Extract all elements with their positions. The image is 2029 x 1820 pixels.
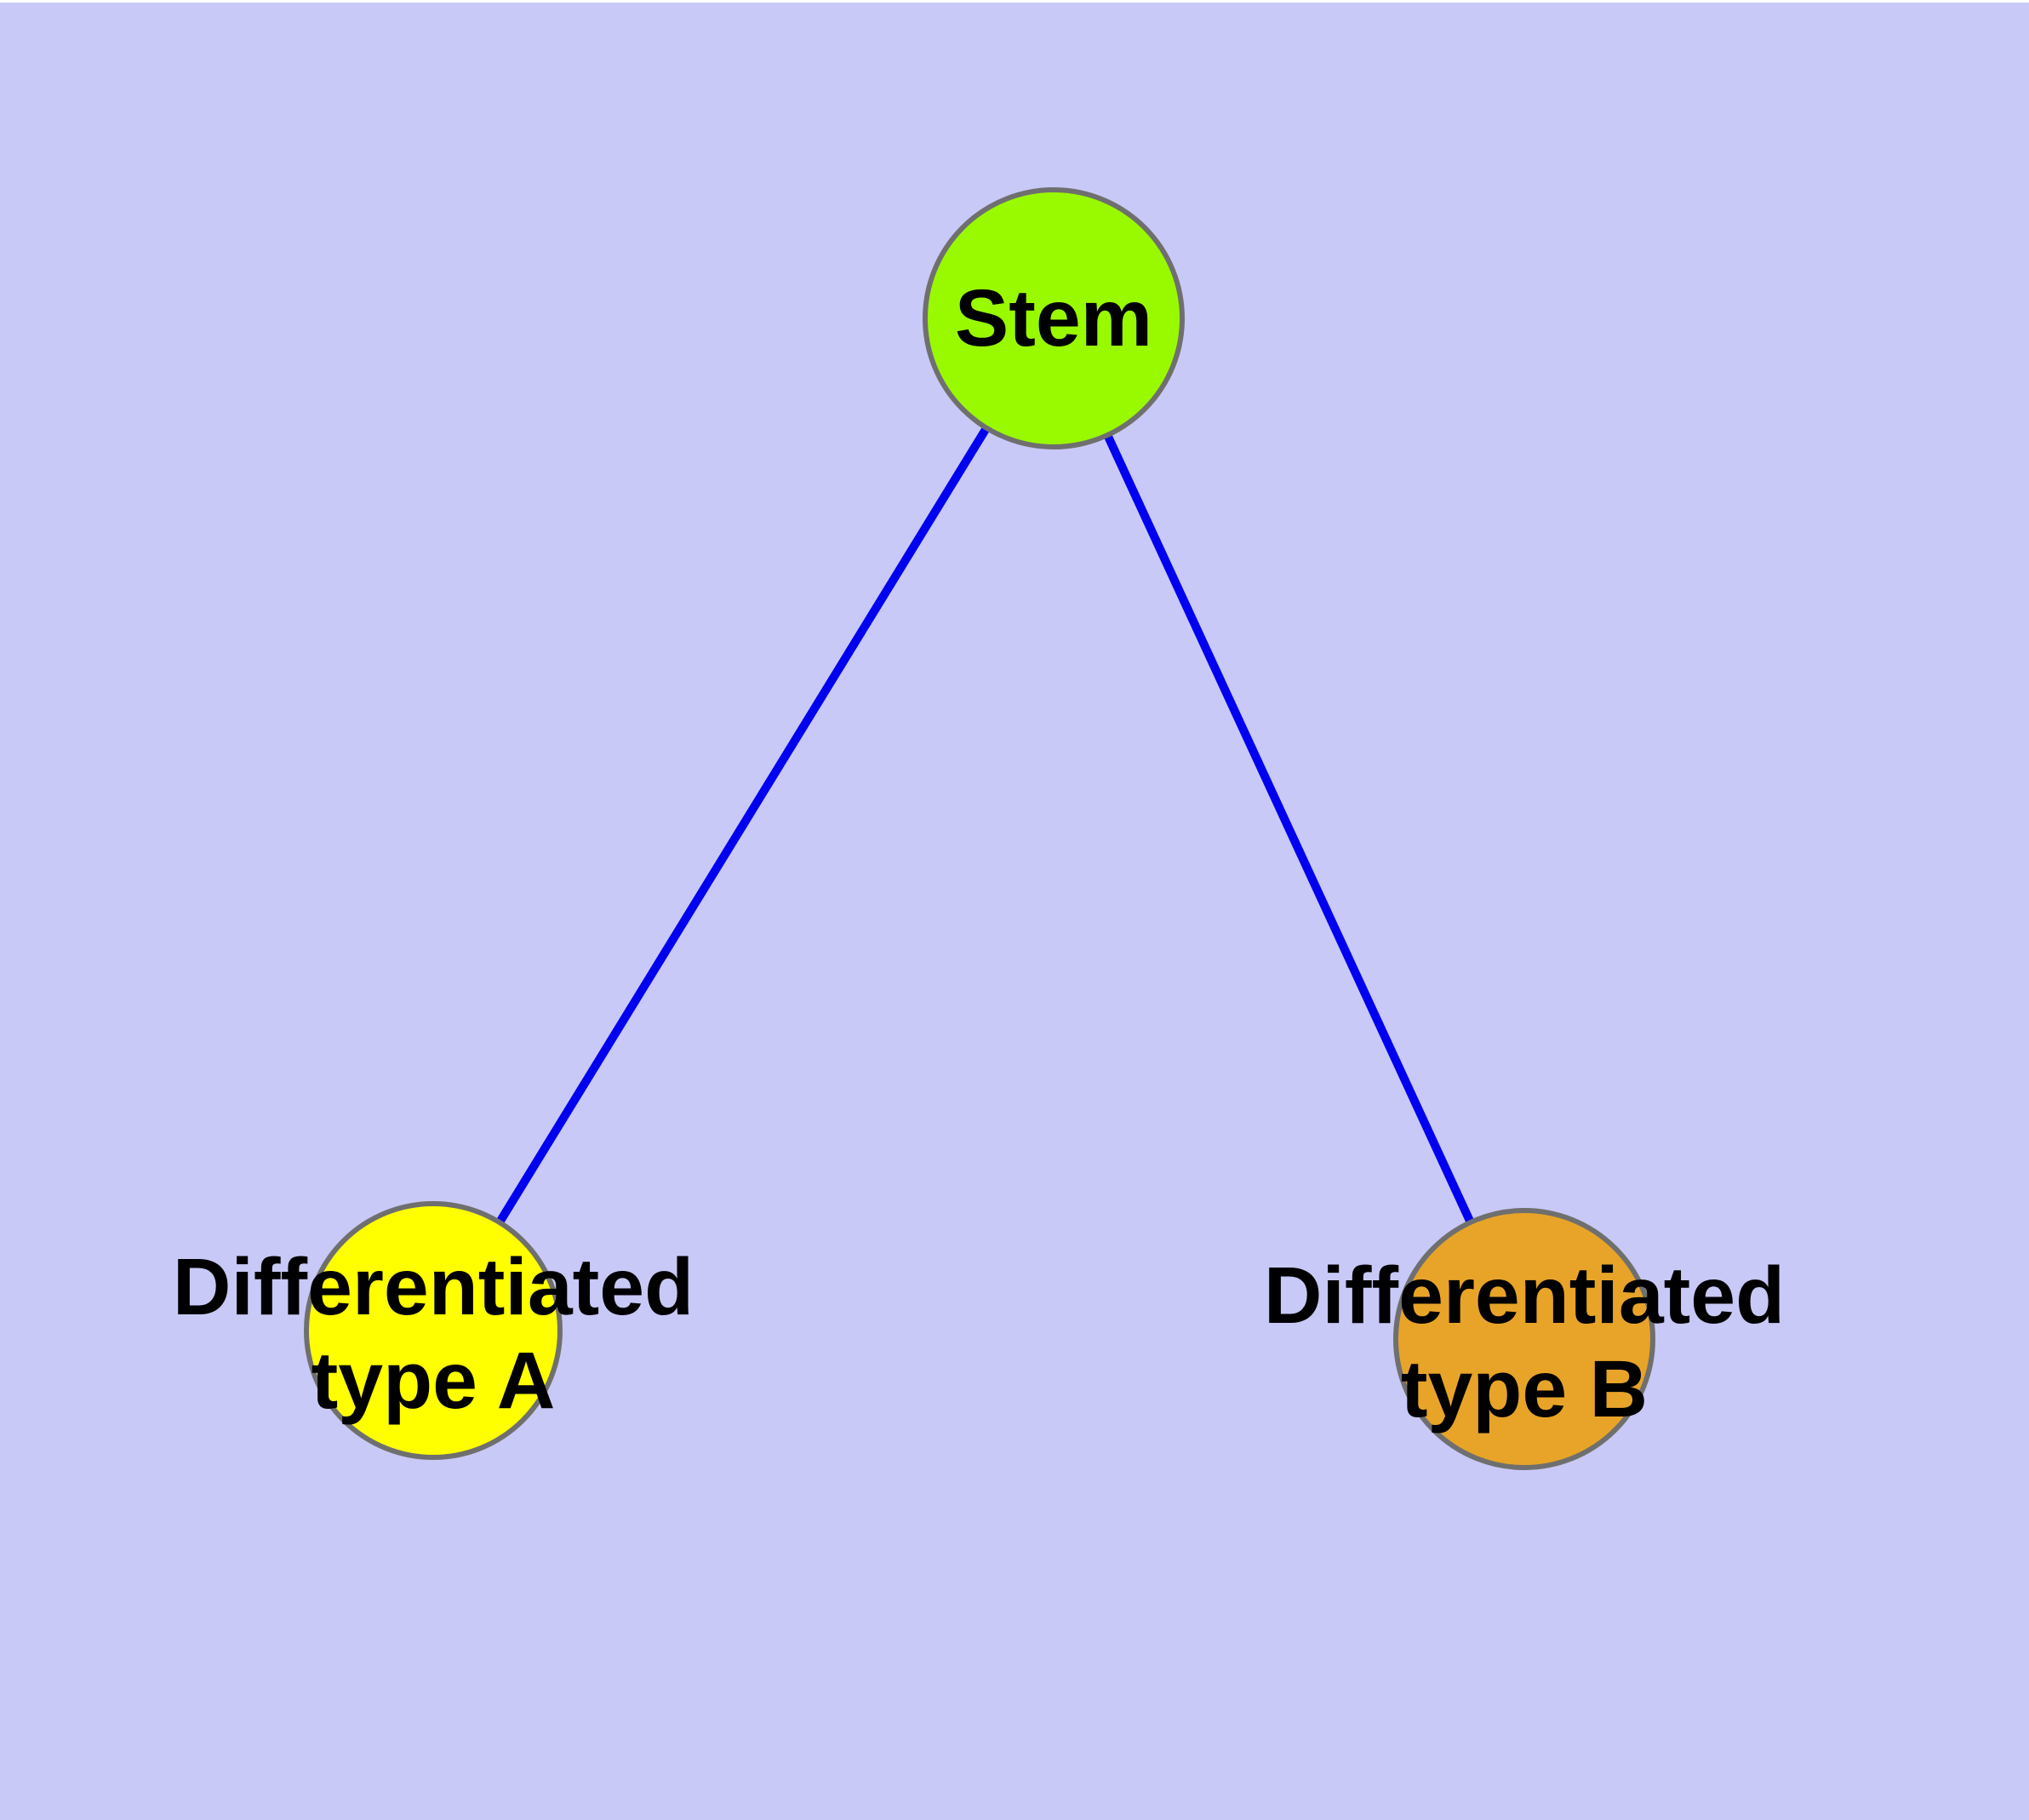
node-circle-stem[interactable] xyxy=(923,187,1185,449)
node-circle-differentiated-type-a[interactable] xyxy=(304,1201,563,1460)
node-circle-differentiated-type-b[interactable] xyxy=(1393,1208,1655,1470)
edge-stem-to-type-b xyxy=(1049,316,1529,1342)
edge-stem-to-type-a xyxy=(429,316,1058,1333)
